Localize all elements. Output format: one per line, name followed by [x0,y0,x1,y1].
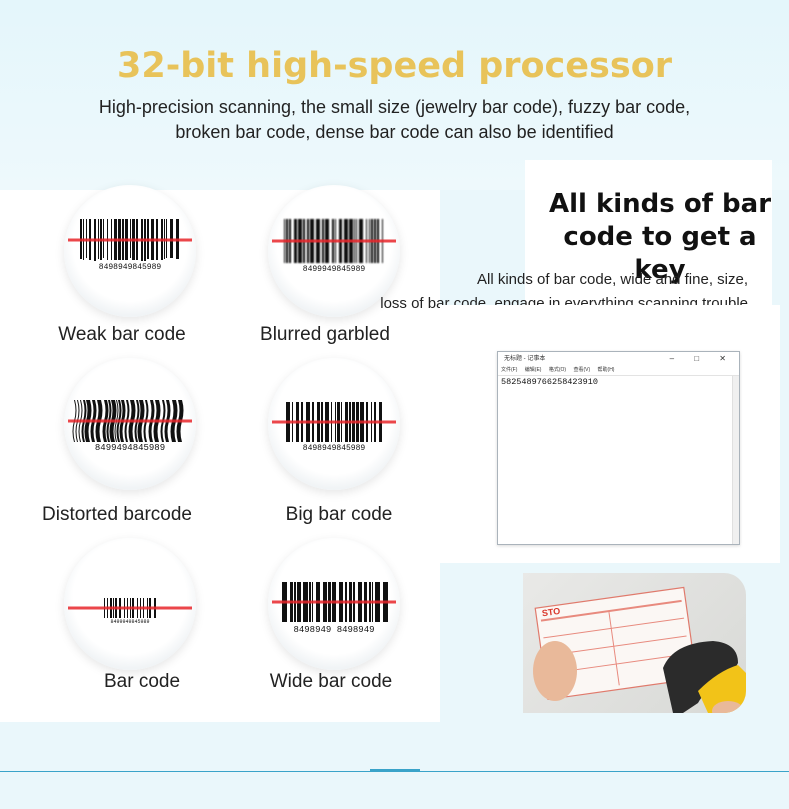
menu-file[interactable]: 文件(F) [501,367,518,373]
barcode-number: 8498949845989 [303,444,366,453]
barcode-circle-big: 8498949845989 [268,358,400,490]
barcode-caption: Wide bar code [269,671,393,692]
barcode-caption: Bar code [103,671,181,692]
window-controls[interactable]: – □ ✕ [669,354,735,363]
scan-line [68,606,192,610]
notepad-titlebar: 无标题 - 记事本 – □ ✕ [498,352,739,366]
feature-desc-line-1: All kinds of bar code, wide and fine, si… [477,271,748,288]
barcode-number: 8499949845989 [110,619,149,625]
scan-line [272,239,396,243]
feature-panel [525,160,772,305]
label-divider [608,611,620,686]
scanner-photo: STO [523,573,746,713]
menu-view[interactable]: 查看(V) [573,367,591,373]
barcode-graphic: 8498949845989 [68,219,192,272]
barcode-number: 8498949845989 [99,263,162,272]
barcode-circle-wide: 8498949 8498949 [268,538,400,670]
label-line [545,635,687,657]
barcode-circle-blurred: 8499949845989 [268,185,400,317]
scanner-handle [698,665,746,713]
hand [533,641,577,701]
footer-accent [370,769,420,772]
feature-title-line-2: code to get a key [563,222,757,285]
page-title: 32-bit high-speed processor [116,46,673,86]
barcode-circle-distorted: 8499494845989 [64,358,196,490]
barcode-caption: Distorted barcode [42,504,192,525]
notepad-scrollbar[interactable] [732,376,739,544]
barcode-circle-small: 8499949845989 [64,538,196,670]
label-line [540,599,682,622]
scanner-illustration: STO [533,586,746,713]
notepad-window: 无标题 - 记事本 – □ ✕ 文件(F) 编辑(E) 格式(O) 查看(V) … [497,351,740,545]
barcode-circle-weak: 8498949845989 [64,185,196,317]
scan-line [272,420,396,424]
subtitle-line-1: High-precision scanning, the small size … [98,97,691,117]
barcode-graphic: 8499949845989 [272,219,396,274]
feature-title-line-1: All kinds of bar [548,189,772,219]
scanner-body [663,641,738,713]
barcode-number: 8498949 8498949 [293,625,374,635]
hero-background [0,0,789,190]
barcode-graphic: 8499949845989 [68,598,192,625]
scan-line [68,238,192,242]
scan-line [68,419,192,423]
label-brand: STO [541,606,561,618]
notepad-content[interactable]: 5825489766258423910 [501,377,598,387]
menu-format[interactable]: 格式(O) [548,367,567,373]
label-line [543,617,685,639]
notepad-title: 无标题 - 记事本 [504,356,546,362]
menu-edit[interactable]: 编辑(E) [524,367,542,373]
page-subtitle: High-precision scanning, the small size … [40,95,749,145]
barcode-graphic: 8498949 8498949 [272,582,396,635]
feature-title: All kinds of bar code to get a key [545,188,775,287]
subtitle-line-2: broken bar code, dense bar code can also… [175,122,614,142]
menu-help[interactable]: 帮助(H) [597,367,615,373]
scan-line [272,600,396,604]
barcode-caption: Blurred garbled [260,324,390,345]
barcode-caption: Big bar code [285,504,393,525]
barcode-number: 8499949845989 [303,265,366,274]
barcode-number: 8499494845989 [95,443,165,453]
barcode-graphic: 8499494845989 [68,400,192,453]
label-line [548,653,690,675]
barcode-caption: Weak bar code [58,324,186,345]
barcode-graphic: 8498949845989 [272,402,396,453]
notepad-menubar: 文件(F) 编辑(E) 格式(O) 查看(V) 帮助(H) [498,366,739,376]
